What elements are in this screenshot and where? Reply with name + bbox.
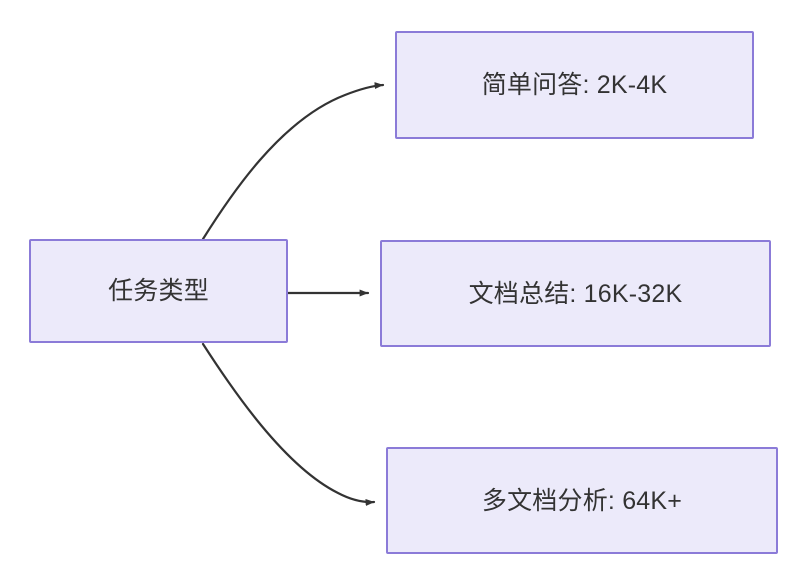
edge-to-multi-doc-analysis: [201, 342, 376, 506]
node-multi-doc-analysis[interactable]: 多文档分析: 64K+: [386, 447, 778, 554]
node-simple-qa[interactable]: 简单问答: 2K-4K: [395, 31, 754, 139]
node-task-type[interactable]: 任务类型: [29, 239, 288, 343]
node-simple-qa-label: 简单问答: 2K-4K: [481, 71, 668, 99]
node-doc-summary[interactable]: 文档总结: 16K-32K: [380, 240, 771, 347]
node-task-type-label: 任务类型: [108, 277, 209, 305]
node-doc-summary-label: 文档总结: 16K-32K: [468, 279, 683, 308]
node-multi-doc-analysis-label: 多文档分析: 64K+: [481, 486, 683, 515]
edge-to-simple-qa: [201, 82, 385, 241]
